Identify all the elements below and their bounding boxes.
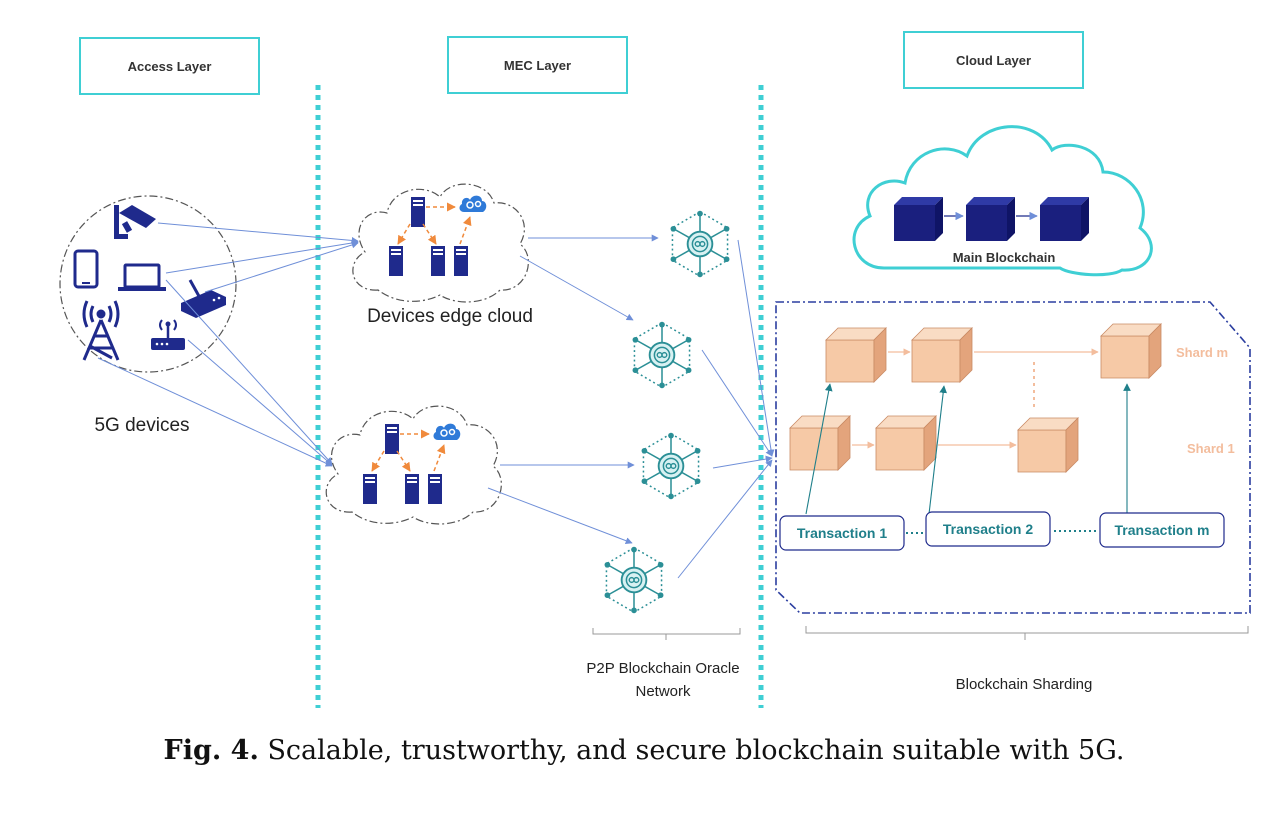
chain-block-icon xyxy=(894,197,943,241)
sharding-bracket xyxy=(805,626,1249,640)
server-icon xyxy=(454,246,468,276)
cloud-layer-header: Cloud Layer xyxy=(903,31,1084,89)
edge-to-oracle-arrows xyxy=(487,234,659,545)
access-point-icon xyxy=(181,279,226,318)
shard-block-icon xyxy=(1017,417,1079,473)
figure-caption: Fig. 4. Scalable, trustworthy, and secur… xyxy=(0,735,1288,766)
device-connection-arrows xyxy=(97,222,359,467)
edge-cloud-bottom-outline xyxy=(325,405,502,525)
oracle-node-icon xyxy=(669,209,731,279)
chain-block-icon xyxy=(1040,197,1089,241)
edge-cloud-bottom xyxy=(325,405,502,525)
server-icon xyxy=(363,474,377,504)
5g-devices-group xyxy=(59,195,237,373)
shard-1-label: Shard 1 xyxy=(1187,441,1235,456)
oracle-node-icon xyxy=(603,545,665,615)
oracle-node-icon xyxy=(631,320,693,390)
transaction-label: Transaction m xyxy=(1115,522,1210,538)
oracle-network-bracket xyxy=(592,628,741,640)
5g-devices-boundary xyxy=(59,195,237,373)
server-icon xyxy=(389,246,403,276)
server-icon xyxy=(428,474,442,504)
oracle-network-label-line1: P2P Blockchain Oracle xyxy=(586,660,739,677)
figure-caption-text: Scalable, trustworthy, and secure blockc… xyxy=(267,735,1125,766)
5g-devices-label: 5G devices xyxy=(94,415,189,436)
sharding-region-boundary xyxy=(775,301,1251,614)
shard-block-icon xyxy=(911,327,973,383)
main-chain-blocks xyxy=(894,197,1089,241)
main-blockchain-cloud: Main Blockchain xyxy=(852,125,1153,277)
access-layer-label: Access Layer xyxy=(128,59,212,74)
transaction-box: Transaction 1 xyxy=(779,515,905,551)
shard-block-icon xyxy=(1100,323,1162,379)
transaction-box: Transaction 2 xyxy=(925,511,1051,547)
oracle-to-sharding-arrows xyxy=(677,239,775,579)
mec-layer-label: MEC Layer xyxy=(504,58,571,73)
laptop-icon xyxy=(118,263,166,291)
cell-tower-icon xyxy=(82,300,120,361)
edge-cloud-top-outline xyxy=(352,183,529,303)
transaction-label: Transaction 2 xyxy=(943,521,1033,537)
server-icon xyxy=(411,197,425,227)
shard-blocks xyxy=(789,323,1162,473)
figure-number: Fig. 4. xyxy=(163,735,259,766)
main-blockchain-label: Main Blockchain xyxy=(953,250,1056,265)
chain-block-icon xyxy=(966,197,1015,241)
shard-block-icon xyxy=(825,327,887,383)
transaction-arrows xyxy=(805,383,1131,515)
devices-edge-cloud-label: Devices edge cloud xyxy=(367,306,533,327)
tablet-icon xyxy=(73,249,99,289)
shard-m-label: Shard m xyxy=(1176,345,1228,360)
oracle-node-icon xyxy=(640,431,702,501)
mec-layer-header: MEC Layer xyxy=(447,36,628,94)
cctv-camera-icon xyxy=(114,205,156,239)
transaction-dotted-links xyxy=(906,530,1097,534)
router-icon xyxy=(151,319,185,350)
access-layer-header: Access Layer xyxy=(79,37,260,95)
transaction-box: Transaction m xyxy=(1099,512,1225,548)
cloud-layer-label: Cloud Layer xyxy=(956,53,1031,68)
blockchain-sharding-label: Blockchain Sharding xyxy=(956,676,1093,693)
server-icon xyxy=(385,424,399,454)
shard-block-icon xyxy=(789,415,851,471)
shard-chain-links xyxy=(852,348,1099,449)
edge-cloud-top xyxy=(352,183,529,303)
shard-block-icon xyxy=(875,415,937,471)
server-icon xyxy=(405,474,419,504)
transaction-label: Transaction 1 xyxy=(797,525,887,541)
server-icon xyxy=(431,246,445,276)
oracle-network-label-line2: Network xyxy=(635,683,691,700)
